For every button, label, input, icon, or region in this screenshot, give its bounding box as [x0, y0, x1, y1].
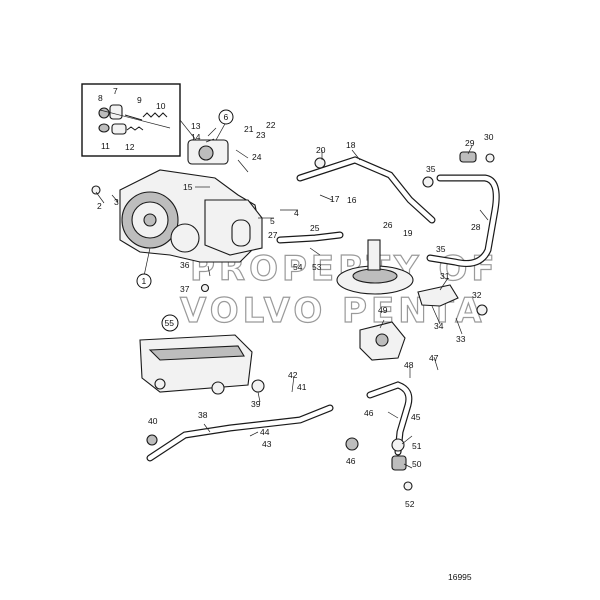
callout-labels: 2 3 4 5 8 7 9 10 11 12 13 14 15 16 17 18… — [97, 86, 494, 509]
callout-54: 54 — [293, 262, 303, 272]
callout-3: 3 — [114, 197, 119, 207]
callout-2: 2 — [97, 201, 102, 211]
callout-48: 48 — [404, 360, 414, 370]
callout-40: 40 — [148, 416, 158, 426]
callout-30: 30 — [484, 132, 494, 142]
callout-50: 50 — [412, 459, 422, 469]
callout-44: 44 — [260, 427, 270, 437]
callout-38: 38 — [198, 410, 208, 420]
callout-20: 20 — [316, 145, 326, 155]
callout-12: 12 — [125, 142, 135, 152]
callout-22: 22 — [266, 120, 276, 130]
fittings — [91, 151, 495, 491]
callout-32: 32 — [472, 290, 482, 300]
circled-callouts: 1 6 55 — [136, 109, 234, 332]
callout-25: 25 — [310, 223, 320, 233]
callout-42: 42 — [288, 370, 298, 380]
callout-34: 34 — [434, 321, 444, 331]
callout-31: 31 — [440, 271, 450, 281]
callout-33: 33 — [456, 334, 466, 344]
callout-46-upper: 46 — [364, 408, 374, 418]
callout-19: 19 — [403, 228, 413, 238]
callout-4: 4 — [294, 208, 299, 218]
callout-47: 47 — [429, 353, 439, 363]
callout-27: 27 — [268, 230, 278, 240]
callout-46-lower: 46 — [346, 456, 356, 466]
callout-39: 39 — [251, 399, 261, 409]
oil-pump-body — [119, 139, 263, 263]
callout-51: 51 — [412, 441, 422, 451]
callout-8: 8 — [98, 93, 103, 103]
callout-17: 17 — [330, 194, 340, 204]
callout-15: 15 — [183, 182, 193, 192]
callout-28: 28 — [471, 222, 481, 232]
callout-10: 10 — [156, 101, 166, 111]
inset-parts — [98, 104, 171, 135]
pipes — [146, 156, 500, 462]
callout-14: 14 — [191, 132, 201, 142]
oil-pan — [139, 334, 253, 395]
callout-41: 41 — [297, 382, 307, 392]
callout-1: 1 — [142, 276, 147, 286]
callout-53: 53 — [312, 262, 322, 272]
callout-49: 49 — [378, 305, 388, 315]
callout-52: 52 — [405, 499, 415, 509]
callout-18: 18 — [346, 140, 356, 150]
oil-strainer — [336, 239, 414, 295]
callout-37: 37 — [180, 284, 190, 294]
callout-9: 9 — [137, 95, 142, 105]
callout-24: 24 — [252, 152, 262, 162]
drawing-number: 16995 — [448, 572, 472, 582]
callout-29: 29 — [465, 138, 475, 148]
callout-6: 6 — [224, 112, 229, 122]
callout-11: 11 — [101, 141, 110, 151]
valve-housing — [359, 321, 406, 361]
callout-23: 23 — [256, 130, 266, 140]
callout-35-lower: 35 — [436, 244, 446, 254]
callout-13: 13 — [191, 121, 201, 131]
leader-lines — [95, 121, 489, 469]
callout-21: 21 — [244, 124, 254, 134]
callout-26: 26 — [383, 220, 393, 230]
callout-36: 36 — [180, 260, 190, 270]
callout-55: 55 — [165, 318, 175, 328]
bracket — [417, 284, 459, 307]
callout-35-upper: 35 — [426, 164, 436, 174]
callout-7: 7 — [113, 86, 118, 96]
callout-43: 43 — [262, 439, 272, 449]
callout-5: 5 — [270, 216, 275, 226]
callout-45: 45 — [411, 412, 421, 422]
callout-16: 16 — [347, 195, 357, 205]
